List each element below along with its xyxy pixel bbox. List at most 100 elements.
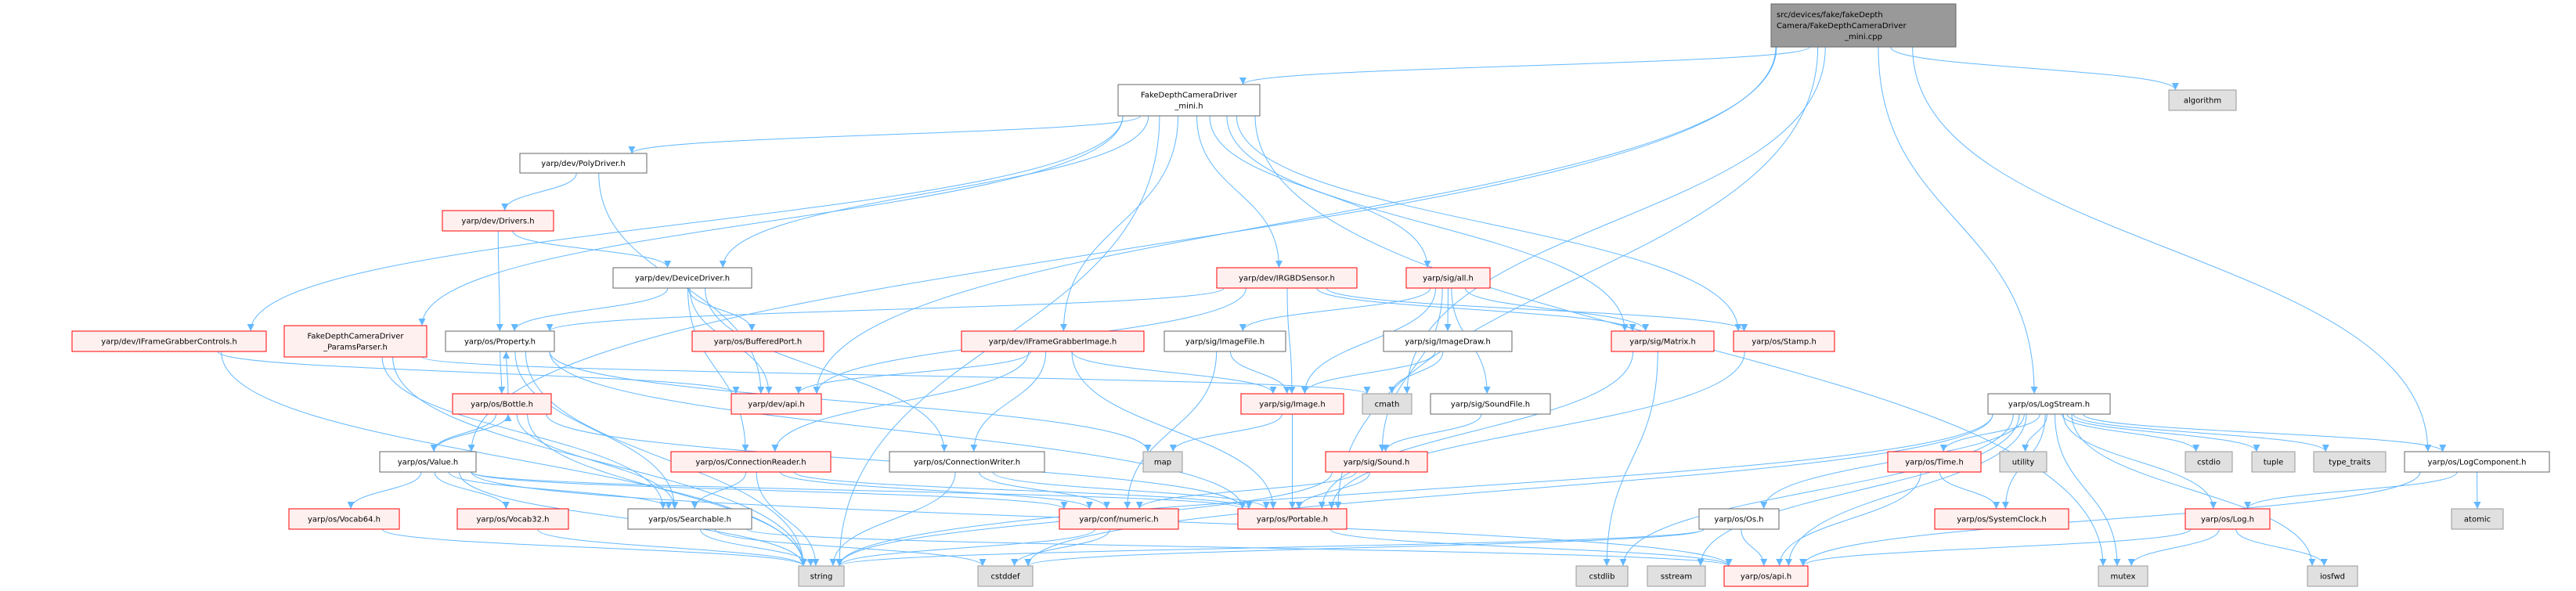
edge-matrix-to-cstdlib (1603, 351, 1658, 567)
node-cstdlib[interactable]: cstdlib (1575, 565, 1629, 587)
node-mutex[interactable]: mutex (2098, 565, 2148, 587)
node-portable[interactable]: yarp/os/Portable.h (1237, 508, 1348, 530)
node-time[interactable]: yarp/os/Time.h (1887, 451, 1982, 473)
edge-ifgimage-to-connwriter (970, 351, 1047, 452)
node-bottle[interactable]: yarp/os/Bottle.h (452, 393, 552, 415)
node-cpp[interactable]: src/devices/fake/fakeDepthCamera/FakeDep… (1770, 3, 1957, 48)
edge-vocab64-to-string (381, 528, 807, 567)
node-osh[interactable]: yarp/os/Os.h (1698, 508, 1780, 530)
edge-logstream-to-mutex (2055, 413, 2121, 567)
node-box (2185, 508, 2271, 530)
node-imagedraw[interactable]: yarp/sig/ImageDraw.h (1383, 330, 1513, 352)
node-polydriver[interactable]: yarp/dev/PolyDriver.h (519, 153, 648, 174)
node-log[interactable]: yarp/os/Log.h (2185, 508, 2271, 530)
edge-cpp-to-portable (1334, 46, 1819, 510)
node-image[interactable]: yarp/sig/Image.h (1240, 393, 1344, 415)
node-imagefile[interactable]: yarp/sig/ImageFile.h (1164, 330, 1286, 352)
node-stamp[interactable]: yarp/os/Stamp.h (1733, 330, 1835, 352)
node-label: FakeDepthCameraDriver (1141, 92, 1238, 100)
node-cstdio[interactable]: cstdio (2185, 451, 2233, 473)
node-params[interactable]: FakeDepthCameraDriver_ParamsParser.h (283, 325, 428, 358)
node-algorithm[interactable]: algorithm (2168, 89, 2237, 111)
edge-logstream-to-sstream (1697, 413, 2020, 567)
node-box (1999, 451, 2047, 473)
node-searchable[interactable]: yarp/os/Searchable.h (627, 508, 752, 530)
node-bufferedport[interactable]: yarp/os/BufferedPort.h (691, 330, 824, 352)
node-devapi[interactable]: yarp/dev/api.h (731, 393, 822, 415)
edge-logcomponent-to-log (2244, 471, 2458, 510)
edge-numeric-to-cstddef (1011, 528, 1110, 567)
node-box (1611, 330, 1715, 352)
node-box (1887, 451, 1982, 473)
node-label: yarp/dev/api.h (748, 401, 804, 409)
edge-connreader-to-searchable (691, 471, 747, 510)
node-vocab64[interactable]: yarp/os/Vocab64.h (288, 508, 400, 530)
edge-ifgcontrols-to-devapi (217, 351, 740, 395)
node-osapi[interactable]: yarp/os/api.h (1723, 565, 1809, 587)
edge-mini-to-matrix (1226, 115, 1629, 332)
node-irgbd[interactable]: yarp/dev/IRGBDSensor.h (1216, 267, 1358, 289)
edge-devicedriver-to-property (511, 287, 669, 332)
edge-value-to-bottle (434, 413, 512, 452)
edge-logstream-to-iosfwd (2071, 413, 2316, 567)
node-connwriter[interactable]: yarp/os/ConnectionWriter.h (889, 451, 1045, 473)
node-sstream[interactable]: sstream (1647, 565, 1706, 587)
node-type_traits[interactable]: type_traits (2313, 451, 2387, 473)
edge-connwriter-to-string (829, 471, 956, 567)
node-label: yarp/conf/numeric.h (1079, 516, 1158, 524)
edge-sigall-to-sound (1378, 287, 1443, 452)
edge-cpp-to-devapi (813, 46, 1777, 395)
node-mini[interactable]: FakeDepthCameraDriver_mini.h (1117, 84, 1261, 117)
node-utility[interactable]: utility (1999, 451, 2047, 473)
node-box (731, 393, 822, 415)
node-label: yarp/sig/all.h (1423, 275, 1474, 283)
node-numeric[interactable]: yarp/conf/numeric.h (1059, 508, 1179, 530)
node-label: yarp/os/Portable.h (1257, 516, 1328, 524)
node-cmath[interactable]: cmath (1362, 393, 1412, 415)
node-logcomponent[interactable]: yarp/os/LogComponent.h (2404, 451, 2550, 473)
node-label: yarp/os/Vocab32.h (477, 516, 550, 524)
node-matrix[interactable]: yarp/sig/Matrix.h (1611, 330, 1715, 352)
node-property[interactable]: yarp/os/Property.h (445, 330, 555, 352)
node-value[interactable]: yarp/os/Value.h (379, 451, 477, 473)
node-sigall[interactable]: yarp/sig/all.h (1405, 267, 1491, 289)
node-label: algorithm (2184, 97, 2221, 106)
node-box (456, 508, 569, 530)
edge-numeric-to-string (835, 528, 1096, 567)
node-box (627, 508, 752, 530)
node-atomic[interactable]: atomic (2451, 508, 2504, 530)
node-iosfwd[interactable]: iosfwd (2307, 565, 2358, 587)
node-map[interactable]: map (1142, 451, 1183, 473)
node-box (1575, 565, 1629, 587)
edge-matrix-to-portable (1318, 351, 1634, 510)
edge-mini-to-params (418, 115, 1124, 326)
node-sound[interactable]: yarp/sig/Sound.h (1325, 451, 1428, 473)
edge-connwriter-to-numeric (979, 471, 1110, 510)
node-devicedriver[interactable]: yarp/dev/DeviceDriver.h (612, 267, 752, 289)
node-soundfile[interactable]: yarp/sig/SoundFile.h (1430, 393, 1551, 415)
edge-logstream-to-cstddef (1024, 413, 1993, 567)
node-label: cmath (1375, 401, 1400, 409)
node-cstddef[interactable]: cstddef (977, 565, 1034, 587)
node-connreader[interactable]: yarp/os/ConnectionReader.h (670, 451, 832, 473)
node-string[interactable]: string (798, 565, 845, 587)
edge-value-to-vocab32 (434, 471, 510, 510)
node-box (1240, 393, 1344, 415)
node-vocab32[interactable]: yarp/os/Vocab32.h (456, 508, 569, 530)
node-ifgimage[interactable]: yarp/dev/IFrameGrabberImage.h (961, 330, 1145, 352)
node-systemclock[interactable]: yarp/os/SystemClock.h (1934, 508, 2069, 530)
edge-logstream-to-cstdlib (1619, 413, 2014, 567)
edge-layer (217, 46, 2481, 567)
edge-sound-to-numeric (1135, 471, 1357, 510)
node-box (612, 267, 752, 289)
node-ifgcontrols[interactable]: yarp/dev/IFrameGrabberControls.h (71, 330, 267, 352)
node-drivers[interactable]: yarp/dev/Drivers.h (442, 210, 554, 232)
node-label: yarp/os/LogComponent.h (2427, 459, 2526, 467)
edge-vocab32-to-string (537, 528, 807, 567)
node-tuple[interactable]: tuple (2251, 451, 2296, 473)
node-label: yarp/os/Bottle.h (471, 401, 533, 409)
edge-sigall-to-image (1301, 287, 1437, 395)
node-logstream[interactable]: yarp/os/LogStream.h (1987, 393, 2111, 415)
node-box (2404, 451, 2550, 473)
node-box (442, 210, 554, 232)
